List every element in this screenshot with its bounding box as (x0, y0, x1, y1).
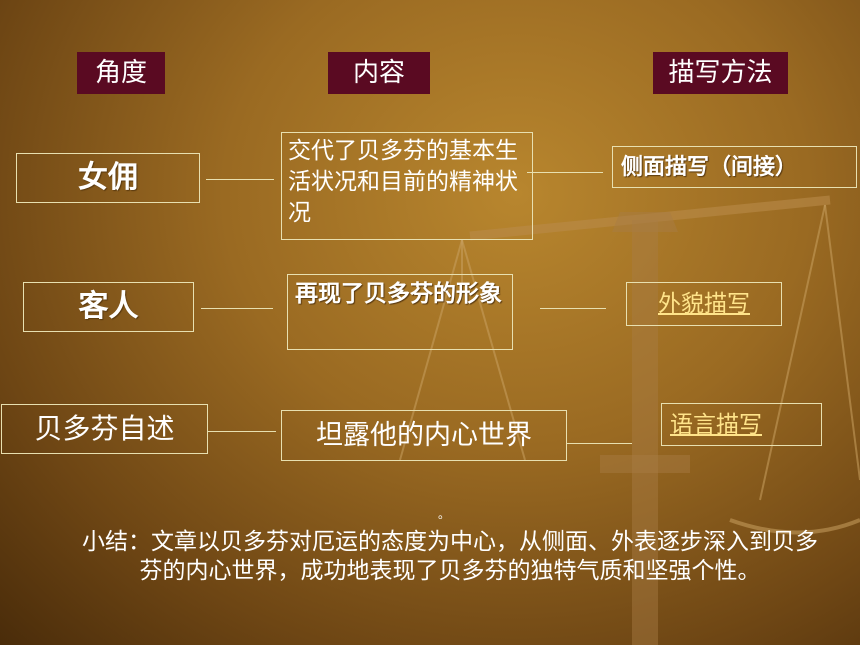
left-chain-1 (399, 239, 463, 461)
connector-line (208, 431, 276, 432)
header-content: 内容 (328, 52, 430, 94)
content-box-guest: 再现了贝多芬的形象 (287, 274, 513, 350)
method-link-language[interactable]: 语言描写 (661, 403, 822, 446)
method-box-indirect: 侧面描写（间接） (612, 146, 857, 188)
small-dot: 。 (438, 507, 451, 521)
scale-top-cap (612, 212, 678, 232)
angle-box-guest: 客人 (23, 282, 194, 332)
content-box-maid: 交代了贝多芬的基本生活状况和目前的精神状况 (281, 132, 533, 240)
connector-line (527, 172, 603, 173)
summary-text: 小结：文章以贝多芬对厄运的态度为中心，从侧面、外表逐步深入到贝多芬的内心世界，成… (82, 529, 818, 584)
connector-line (567, 443, 632, 444)
angle-box-beethoven: 贝多芬自述 (1, 404, 208, 454)
left-chain-2 (461, 239, 526, 461)
header-angle: 角度 (77, 52, 165, 94)
connector-line (540, 308, 606, 309)
connector-line (206, 179, 274, 180)
right-pan (729, 518, 860, 535)
right-chain-1 (759, 204, 826, 501)
content-box-inner: 坦露他的内心世界 (281, 410, 567, 461)
header-method: 描写方法 (653, 52, 788, 94)
method-link-appearance[interactable]: 外貌描写 (626, 282, 782, 326)
scale-post (632, 220, 658, 645)
scale-base (600, 455, 690, 473)
angle-box-maid: 女佣 (16, 153, 200, 203)
right-chain-2 (824, 204, 860, 481)
connector-line (201, 308, 273, 309)
